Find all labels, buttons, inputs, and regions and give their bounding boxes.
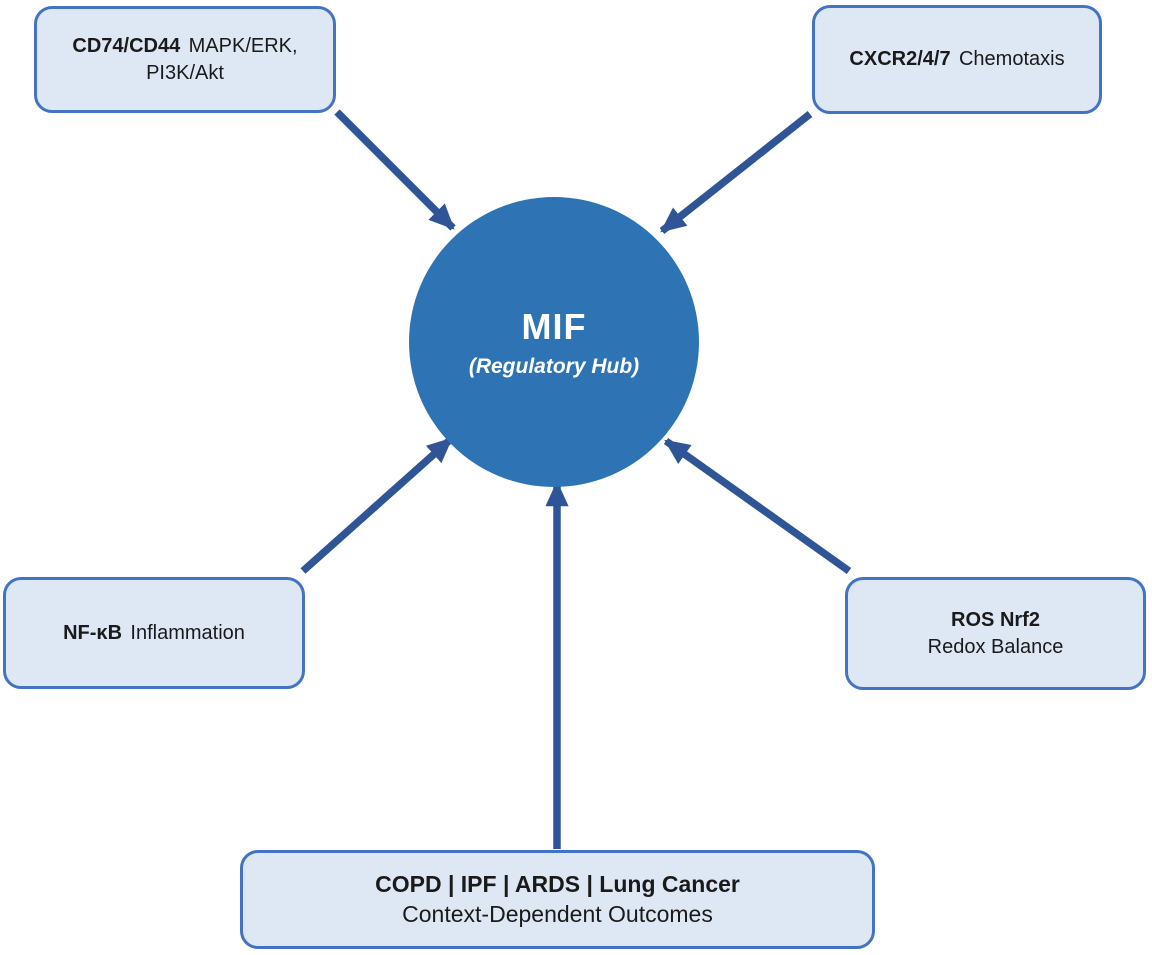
node-disease-outcomes: COPD | IPF | ARDS | Lung Cancer Context-…: [240, 850, 875, 949]
arrow-ros-to-mif: [663, 437, 852, 575]
node-ros-line2: Redox Balance: [927, 635, 1064, 658]
node-cd74-receptor-label: CD74/CD44: [72, 35, 181, 58]
arrow-nfkb-to-mif: [300, 436, 454, 574]
node-outcomes-line2: Context-Dependent Outcomes: [402, 900, 713, 927]
node-nfkb-factor-label: NF-κB: [63, 621, 123, 644]
node-cxcr-line1: CXCR2/4/7 Chemotaxis: [849, 46, 1064, 72]
mif-hub-circle: MIF (Regulatory Hub): [409, 197, 699, 487]
hub-subtitle: (Regulatory Hub): [468, 354, 640, 378]
node-cd74-cd44: CD74/CD44 MAPK/ERK, PI3K/Akt: [34, 6, 336, 113]
node-nfkb-function-label: Inflammation: [130, 621, 245, 644]
node-ros-line1: ROS Nrf2: [951, 609, 1040, 632]
node-cxcr-receptor-label: CXCR2/4/7: [849, 48, 951, 71]
node-nfkb: NF-κB Inflammation: [3, 577, 305, 689]
node-cd74-line2: PI3K/Akt: [146, 61, 224, 84]
node-cxcr-function-label: Chemotaxis: [958, 48, 1065, 71]
arrow-cxcr-to-mif: [659, 111, 813, 234]
node-ros-nrf2: ROS Nrf2 Redox Balance: [845, 577, 1146, 690]
node-cd74-pathway-label: MAPK/ERK,: [188, 35, 298, 58]
node-nfkb-line1: NF-κB Inflammation: [63, 620, 245, 646]
arrow-cd74-to-mif: [334, 109, 456, 231]
node-outcomes-line1: COPD | IPF | ARDS | Lung Cancer: [375, 870, 740, 897]
hub-title: MIF: [521, 305, 587, 347]
node-cxcr: CXCR2/4/7 Chemotaxis: [812, 5, 1102, 114]
node-cd74-line1: CD74/CD44 MAPK/ERK,: [72, 33, 297, 59]
